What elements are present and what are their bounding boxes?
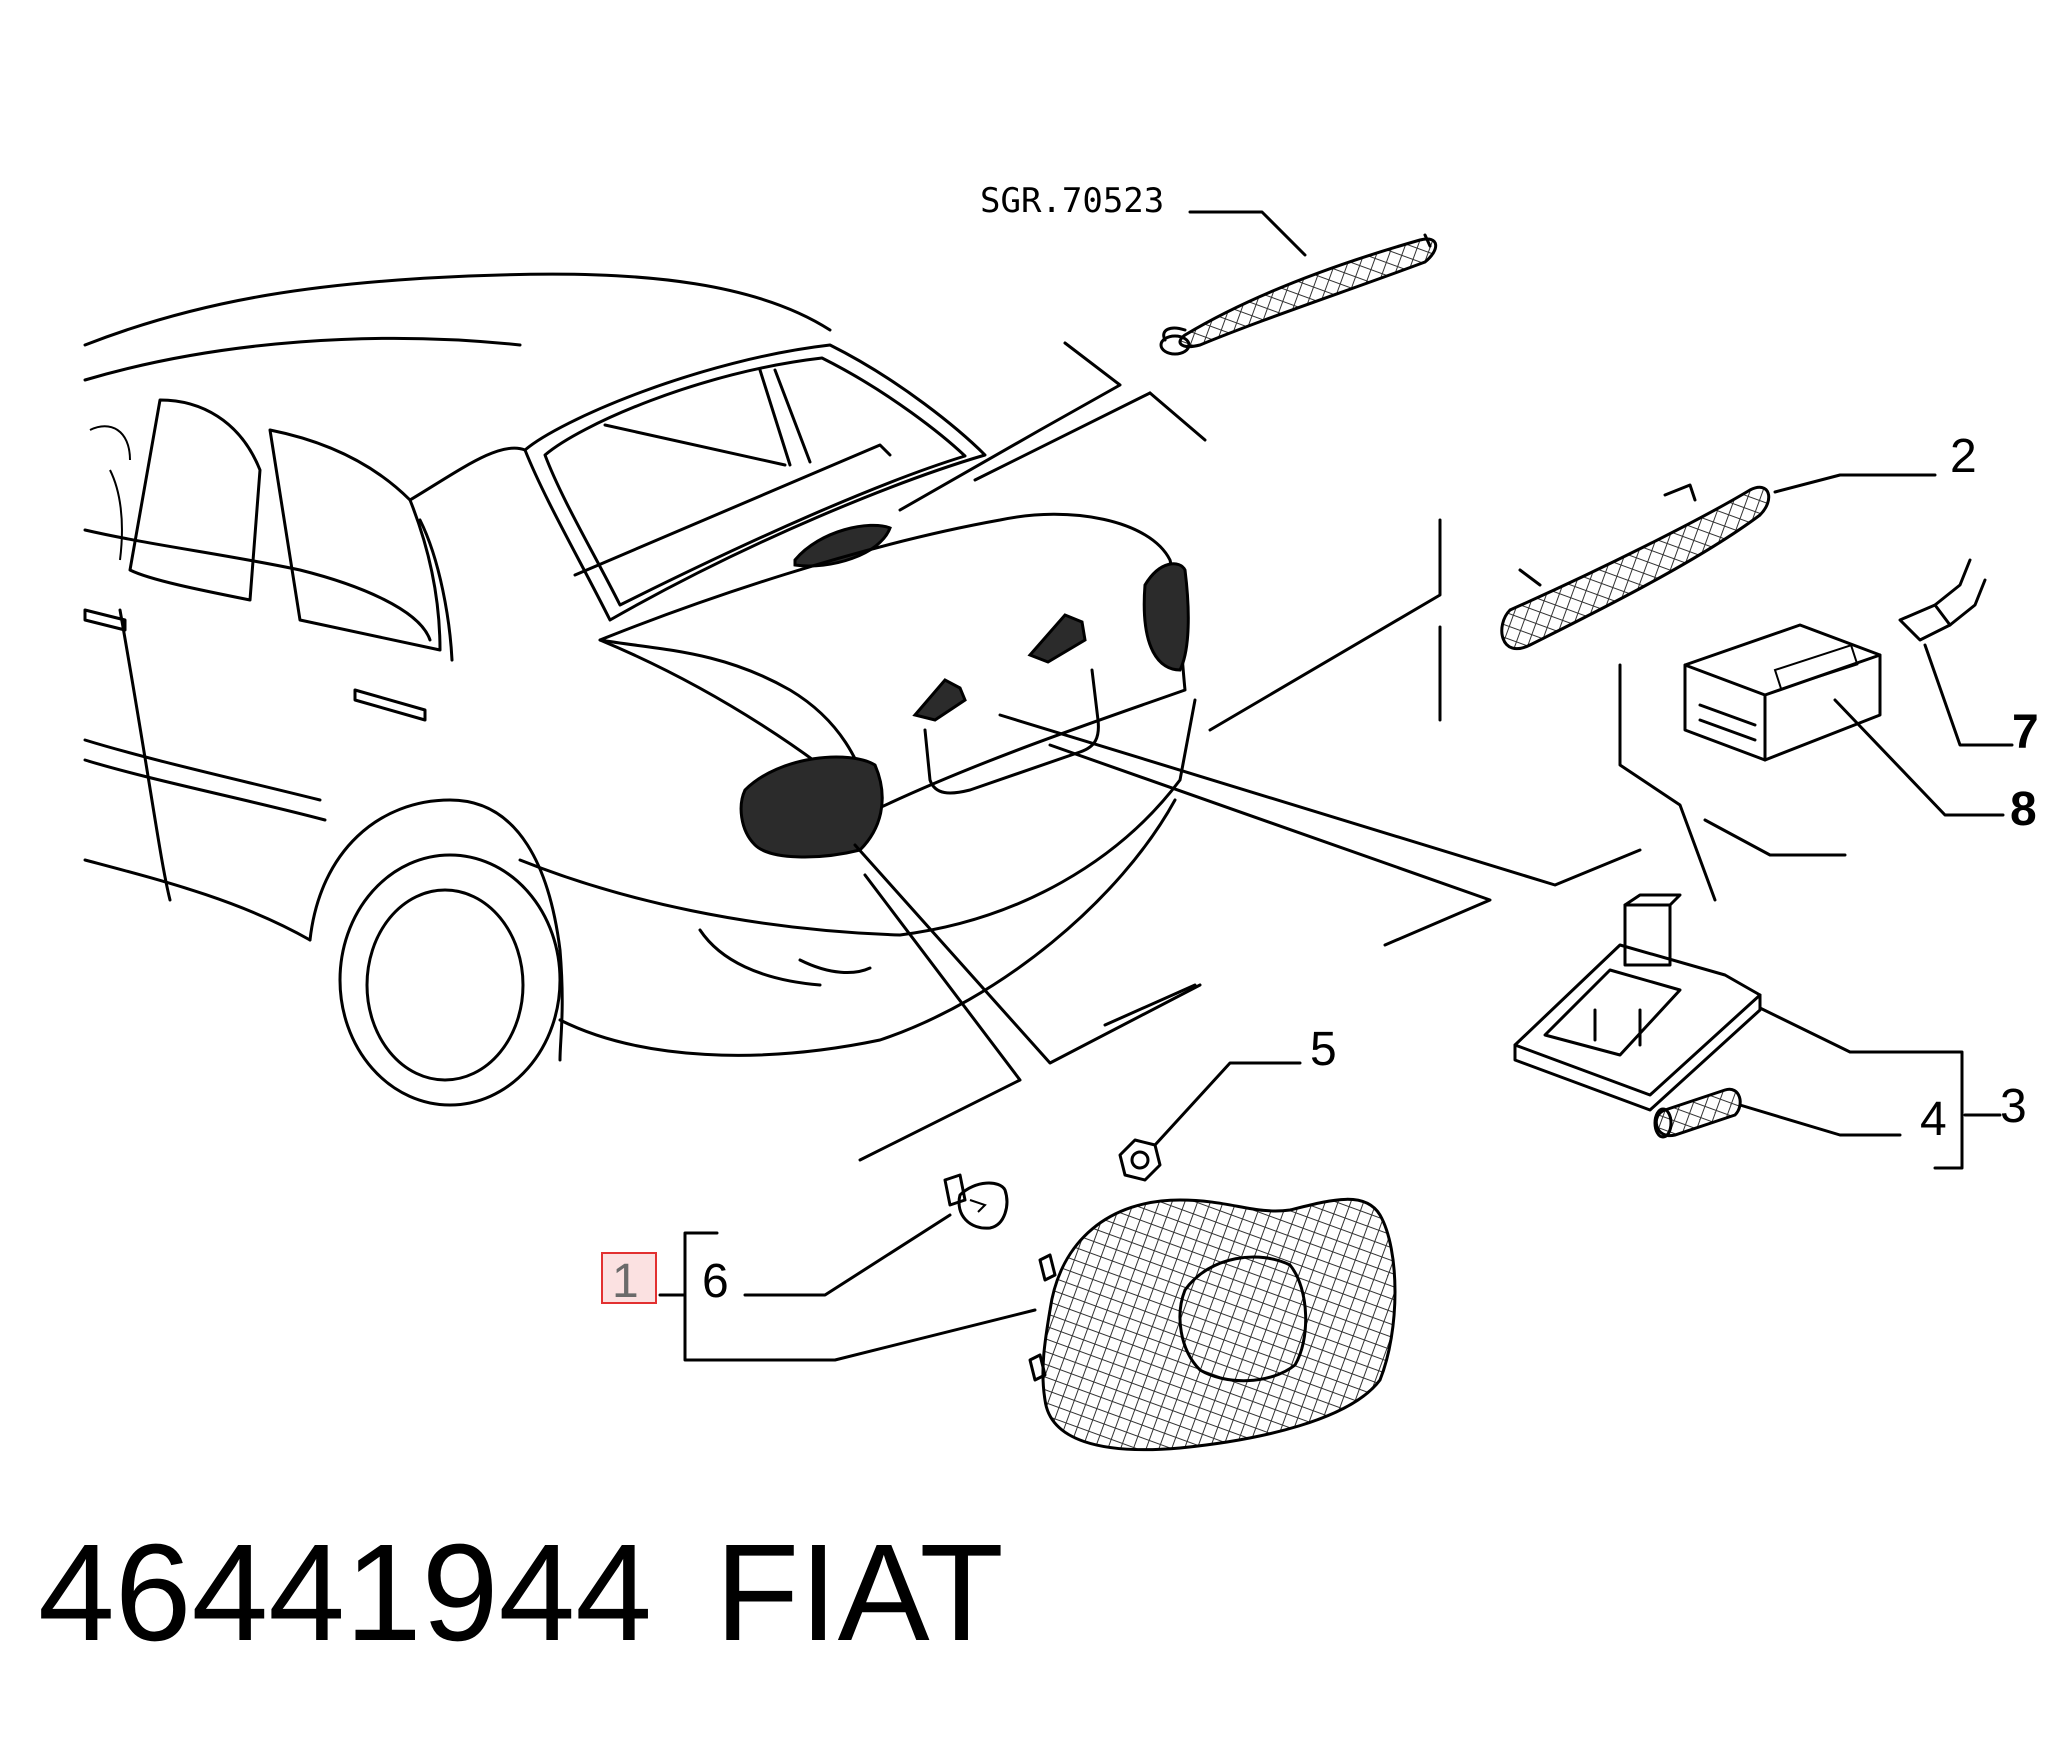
callout-5: 5	[1310, 1023, 1337, 1076]
callout-2: 2	[1950, 430, 1977, 483]
part-5-nut	[1118, 1138, 1162, 1182]
callout-1-highlight	[601, 1252, 657, 1304]
callout-3: 3	[2000, 1080, 2027, 1133]
callout-7: 7	[2012, 706, 2039, 759]
callout-6: 6	[702, 1255, 729, 1308]
brand-name: FIAT	[715, 1516, 1004, 1670]
part-2-lamp	[1500, 483, 1771, 651]
callout-4: 4	[1920, 1093, 1947, 1146]
callout-8: 8	[2010, 783, 2037, 836]
part-number: 46441944	[38, 1516, 652, 1670]
part-1-tail-lamp	[1028, 1197, 1397, 1452]
part-8-connector	[1683, 623, 1882, 762]
third-brake-lamp	[1159, 233, 1438, 356]
part-6-bulb	[943, 1173, 1009, 1230]
part-3-plate-lamp	[1513, 893, 1762, 1112]
group-reference: SGR.70523	[980, 181, 1164, 221]
part-7-terminal	[1898, 558, 1987, 642]
part-4-bulb	[1653, 1087, 1742, 1139]
leader-lines	[658, 210, 2014, 1362]
car-illustration	[83, 272, 1197, 1107]
callout-1: 1	[612, 1255, 639, 1308]
